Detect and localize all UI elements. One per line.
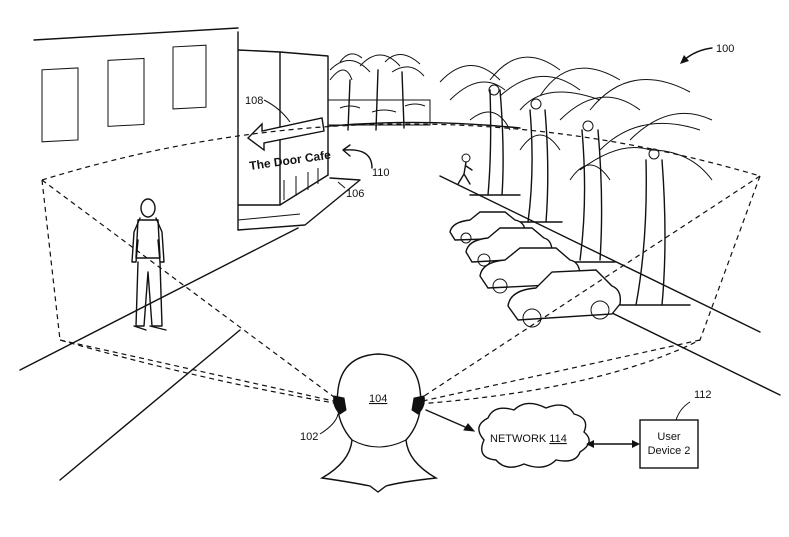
arrow-110 [344,149,373,169]
building-window [107,57,145,127]
cafe-sign-arrow [246,117,325,152]
network-cloud [478,402,590,468]
leader-106 [337,181,346,189]
leader-112 [675,401,691,421]
background-palms [328,53,431,131]
cafe-sign-label: The Door Cafe [248,148,331,173]
standing-pedestrian [131,198,167,331]
arrowhead-network [463,423,476,432]
earbud-right [411,395,425,415]
ref-104: 104 [369,393,387,405]
network-ref-114: 114 [549,433,567,445]
leader-102 [319,413,339,435]
field-of-view-lines [41,123,761,405]
arrowhead-110 [342,144,351,157]
left-building [33,27,239,231]
building-window [41,67,79,143]
car [507,269,622,328]
ref-110: 110 [372,167,390,179]
ref-106: 106 [346,188,364,200]
network-label: NETWORK 114 [490,433,567,445]
arrowhead-right [632,440,640,448]
user-device-line2: Device 2 [648,445,691,457]
arrowhead-left [586,440,594,448]
ref-112: 112 [694,389,712,401]
user-device-line1: User [657,431,681,443]
user-head [319,353,439,493]
ref-108: 108 [245,95,263,107]
earbud-left [333,395,347,415]
cafe-building [237,49,361,231]
building-window [172,44,207,110]
leader-108 [263,99,291,123]
user-device-2-box [639,419,699,469]
foreground-palms [439,56,713,306]
ref-100: 100 [716,43,734,55]
ref-102: 102 [300,431,318,443]
arrow-earbud-to-network [425,409,473,431]
arrowhead-100 [680,55,689,64]
parked-cars [449,211,622,328]
arrow-100 [683,47,713,61]
walking-pedestrian [457,153,473,185]
